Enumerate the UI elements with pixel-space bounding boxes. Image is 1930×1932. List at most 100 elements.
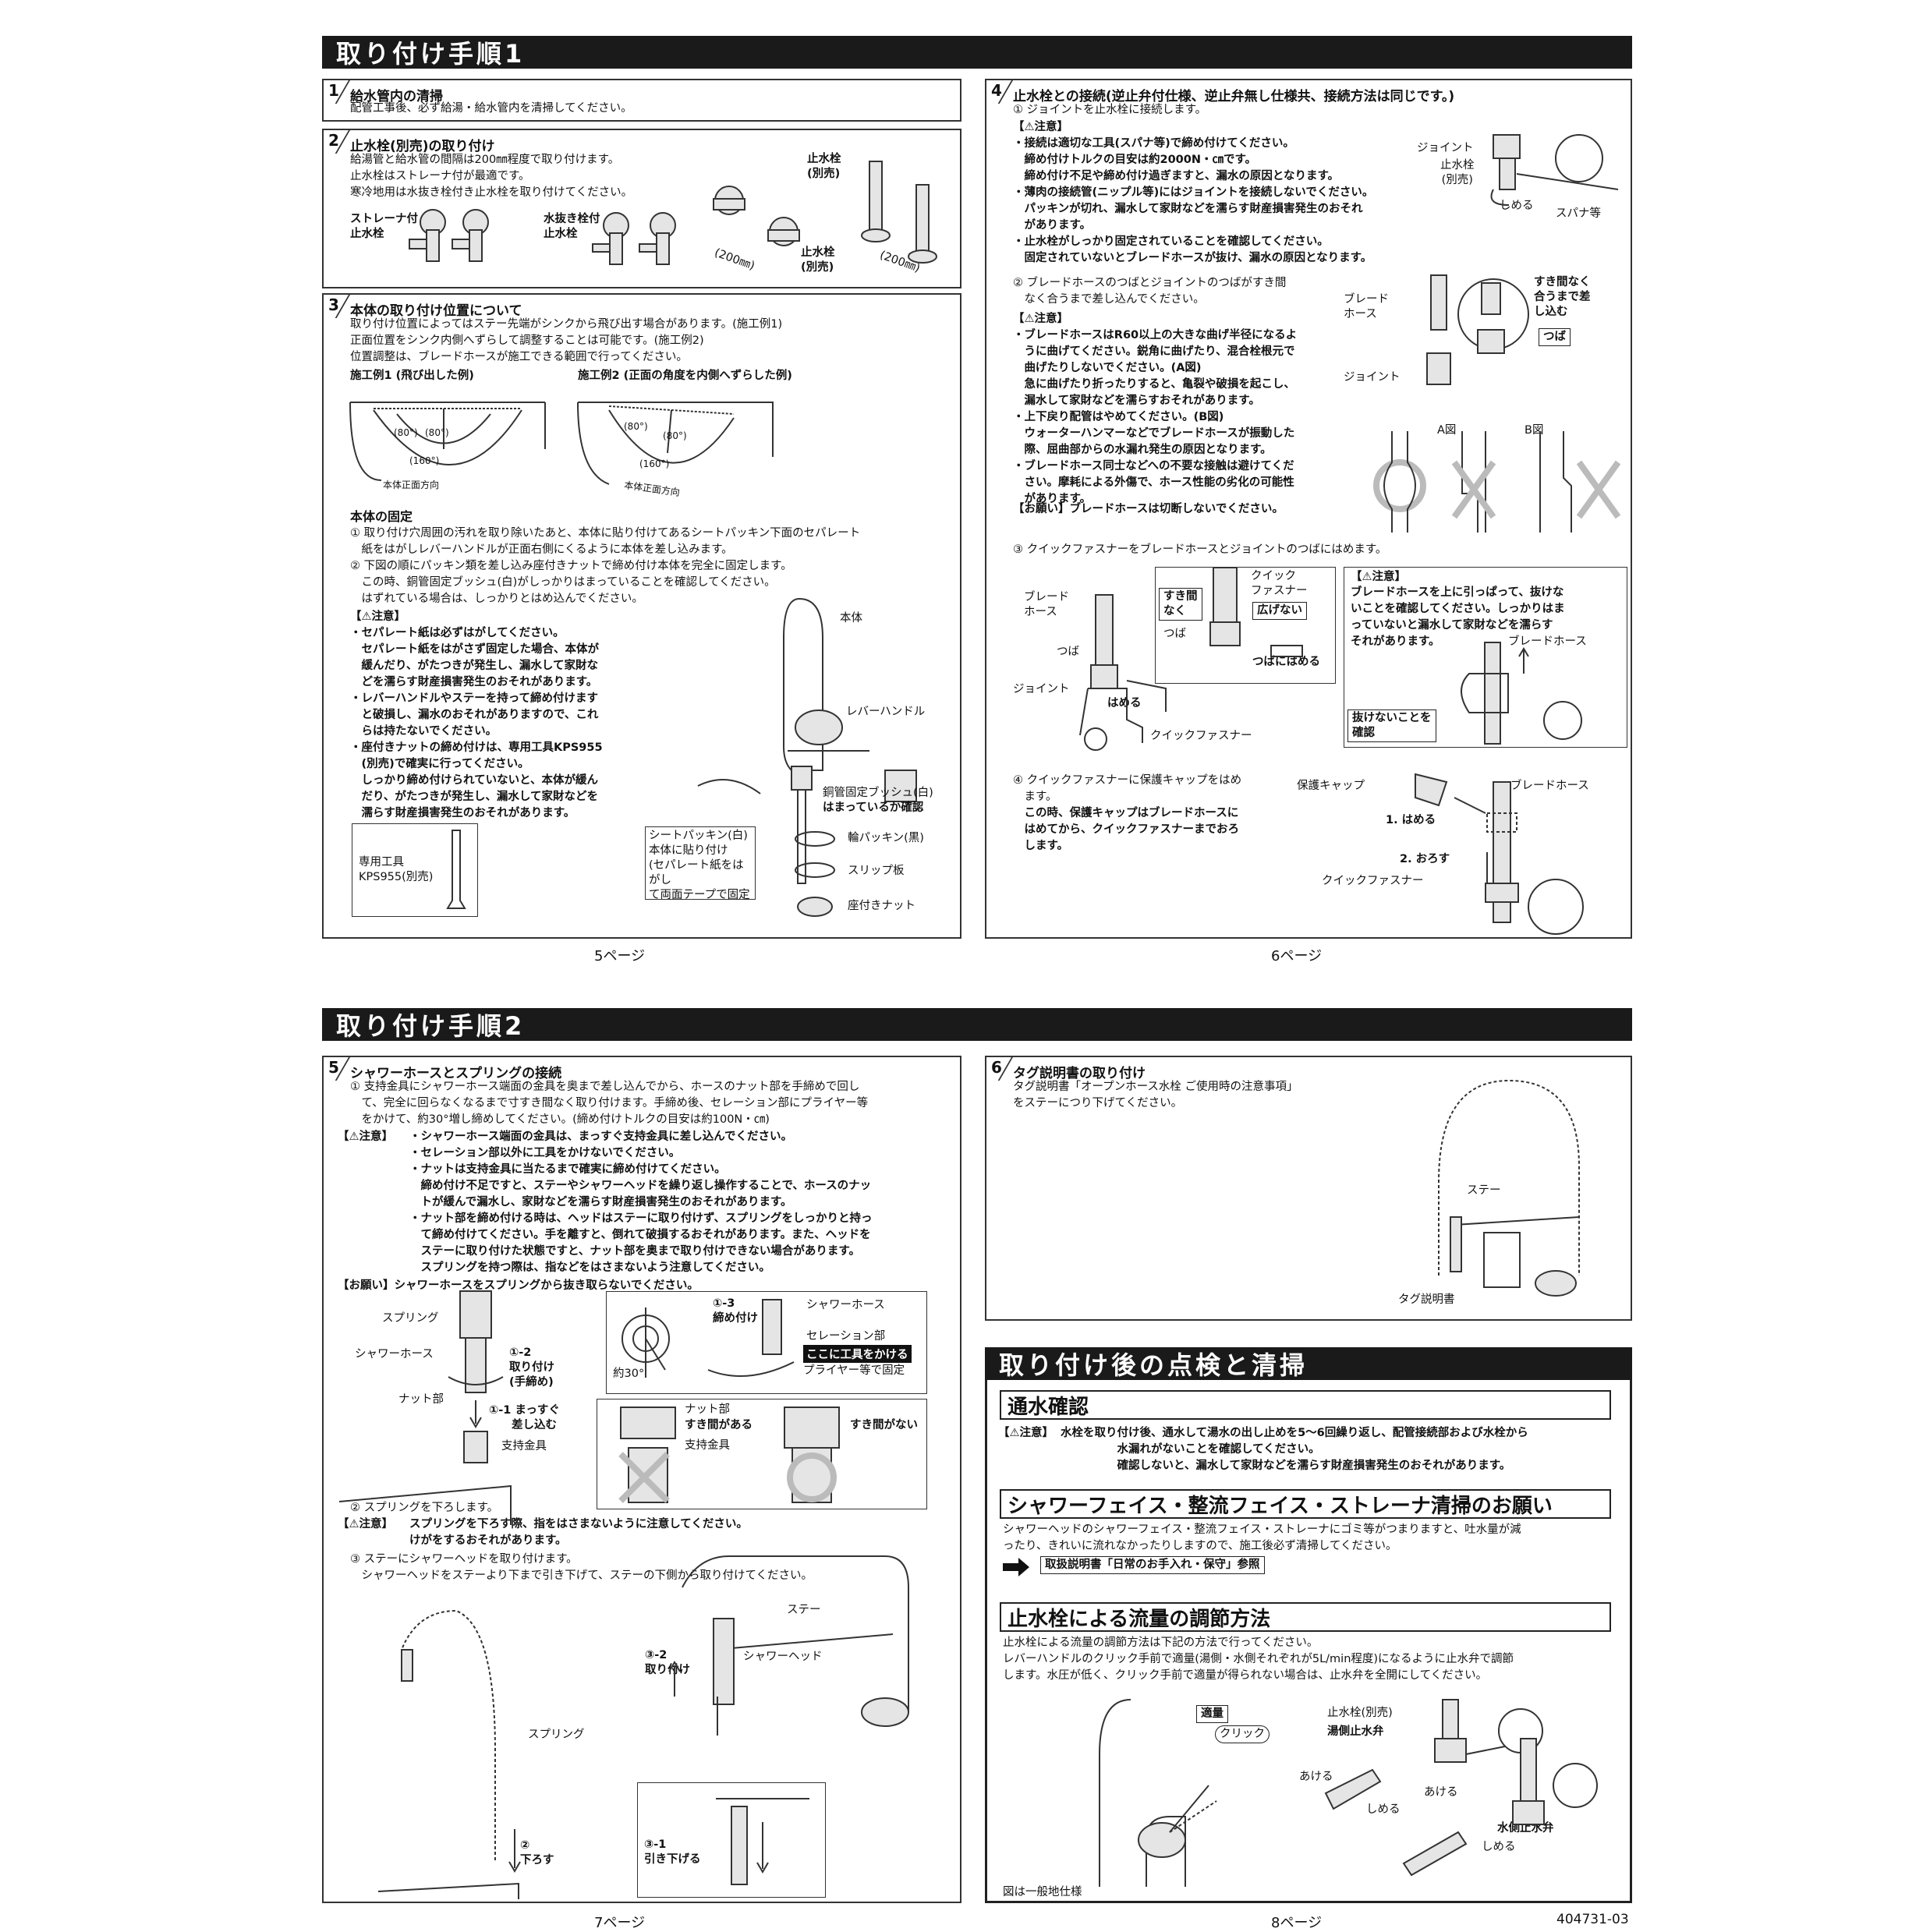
label-stay: ステー	[787, 1604, 821, 1616]
label-tsuba-2: つば	[1057, 646, 1079, 658]
label-joint-2: ジョイント	[1344, 371, 1401, 384]
angle-160-a: (160°)	[409, 455, 440, 466]
label-quick-fastener-3: クイックファスナー	[1322, 875, 1424, 887]
gap-comparison-illustration	[618, 1407, 840, 1503]
joint-illustration	[1490, 134, 1619, 206]
fastener-detail-icon	[1209, 567, 1303, 657]
label-lower: 2. おろす	[1400, 853, 1450, 865]
label-fix-with-pliers: プライヤー等で固定	[803, 1364, 905, 1377]
section-3: 3 本体の取り付け位置について 取り付け位置によってはステー先端がシンクから飛び…	[322, 293, 961, 939]
label-stay: ステー	[1467, 1184, 1501, 1197]
fixing-title: 本体の固定	[350, 509, 413, 524]
label-tsuba: つば	[1539, 328, 1571, 346]
header-title: 取り付け手順1	[336, 39, 526, 69]
label-tsuba-3: つば	[1163, 628, 1186, 640]
serration-illustration	[621, 1299, 795, 1378]
label-bushing-check: はまっているか確認	[823, 801, 924, 814]
label-close-2: しめる	[1482, 1841, 1516, 1853]
label-joint: ジョイント	[1417, 142, 1474, 154]
label-joint-3: ジョイント	[1013, 683, 1070, 695]
label-fit-tsuba: つばにはめる	[1252, 656, 1320, 668]
step-2: ② ブレードホースのつばとジョイントのつばがすき間 なく合うまで差し込んでくださ…	[1013, 277, 1287, 306]
step-1: ① ジョイントを止水栓に接続します。	[1013, 104, 1207, 116]
label-fit: 1. はめる	[1386, 814, 1436, 826]
body-fixing-illustration	[697, 598, 917, 917]
label-close-1: しめる	[1366, 1803, 1401, 1816]
label-open-1: あける	[1299, 1771, 1333, 1783]
label-protect-cap: 保護キャップ	[1297, 780, 1365, 792]
angle-80-d: (80°)	[663, 430, 687, 441]
label-step-1-2: ①-2 取り付け (手締め)	[509, 1346, 554, 1389]
shower-head-attach-illustration	[668, 1555, 909, 1736]
label-apply-tool-here: ここに工具をかける	[803, 1345, 912, 1363]
label-serration: セレーション部	[806, 1330, 886, 1343]
label-shower-hose: シャワーホース	[355, 1348, 434, 1361]
label-general-spec: 図は一般地仕様	[1003, 1886, 1082, 1898]
header-title: 取り付け後の点検と清掃	[999, 1350, 1309, 1380]
request-no-cut: 【お願い】ブレードホースは切断しないでください。	[1013, 503, 1284, 515]
request-no-pull-out: 【お願い】シャワーホースをスプリングから抜き取らないでください。	[338, 1279, 699, 1292]
fixing-step-2: ② 下図の順にパッキン類を差し込み座付きナットで締め付け本体を完全に固定します。…	[350, 560, 792, 605]
bending-examples-illustration	[1373, 431, 1621, 533]
section-body: タグ説明書「オープンホース水栓 ご使用時の注意事項」 をステーにつり下げてくださ…	[1013, 1081, 1298, 1109]
label-nut-part-2: ナット部	[685, 1403, 730, 1416]
stop-valve-adjust-illustration	[1324, 1699, 1598, 1877]
step-4: ④ クイックファスナーに保護キャップをはめ ます。	[1013, 774, 1242, 803]
front-direction-1: 本体正面方向	[383, 479, 440, 490]
label-strainer-valve: ストレーナ付 止水栓	[350, 213, 418, 240]
step-1: ① 支持金具にシャワーホース端面の金具を奥まで差し込んでから、ホースのナット部を…	[350, 1081, 869, 1126]
flow-adjust-body: 止水栓による流量の調節方法は下記の方法で行ってください。 レバーハンドルのクリッ…	[1003, 1637, 1514, 1682]
section-body: 取り付け位置によってはステー先端がシンクから飛び出す場合があります。(施工例1)…	[350, 318, 783, 363]
page-number-5: 5ページ	[594, 948, 646, 964]
label-spring-2: スプリング	[528, 1729, 585, 1741]
serration-detail-box: ①-3 締め付け シャワーホース セレーション部 ここに工具をかける プライヤー…	[606, 1291, 927, 1394]
header-install-1: 取り付け手順1	[322, 36, 1632, 69]
step-3: ③ クイックファスナーをブレードホースとジョイントのつばにはめます。	[1013, 543, 1387, 556]
label-seat-nut: 座付きナット	[848, 900, 915, 912]
sheet-packing-box: シートパッキン(白) 本体に貼り付け (セパレート紙をはがし て両面テープで固定	[645, 826, 756, 901]
label-no-gap: すき間 なく	[1159, 588, 1202, 621]
water-check-caution-label: 【⚠注意】	[998, 1427, 1054, 1439]
section-title: 給水管内の清掃	[350, 89, 443, 104]
wrench-icon	[446, 830, 466, 909]
label-fig-b: B図	[1525, 424, 1544, 437]
fixing-step-1: ① 取り付け穴周囲の汚れを取り除いたあと、本体に貼り付けてあるシートパッキン下面…	[350, 527, 861, 556]
caution-label: 【⚠注意】	[338, 1131, 393, 1143]
protect-cap-illustration	[1415, 773, 1584, 935]
pull-down-icon	[716, 1798, 809, 1885]
label-blade-hose: ブレード ホース	[1344, 293, 1389, 320]
tag-illustration	[1438, 1079, 1580, 1297]
quick-fastener-illustration	[1079, 594, 1167, 751]
label-step-1-3: ①-3 締め付け	[713, 1297, 758, 1325]
section-number: 3	[324, 295, 344, 315]
section-1: 1 給水管内の清掃 配管工事後、必ず給湯・給水管内を清掃してください。	[322, 79, 961, 122]
label-spanner: スパナ等	[1556, 207, 1601, 220]
label-nut-part: ナット部	[398, 1393, 444, 1406]
angle-stop-valve-illustration	[713, 186, 800, 246]
label-tighten: しめる	[1500, 200, 1534, 212]
label-hameru: はめる	[1107, 697, 1142, 709]
label-step-1-1: ①-1 まっすぐ 差し込む	[489, 1404, 560, 1431]
caution-2-label: 【⚠注意】	[1013, 313, 1068, 325]
label-support-bracket-2: 支持金具	[685, 1439, 730, 1452]
header-title: 取り付け手順2	[336, 1011, 526, 1041]
straight-stop-valve-illustration	[861, 161, 937, 264]
spring-illustration	[377, 1609, 521, 1899]
strainer-valve-illustration	[409, 209, 489, 262]
caution-3-text: ブレードホースを上に引っぱって、抜けな いことを確認してください。しっかりはま …	[1351, 586, 1565, 648]
header-install-2: 取り付け手順2	[322, 1008, 1632, 1041]
label-has-gap: すき間がある	[685, 1419, 753, 1431]
label-step-3-2: ③-2 取り付け	[645, 1649, 690, 1676]
arrow-right-icon	[1003, 1558, 1029, 1576]
section-2: 2 止水栓(別売)の取り付け 給湯管と給水管の間隔は200㎜程度で取り付けます。…	[322, 129, 961, 288]
manual-reference: 取扱説明書「日常のお手入れ・保守」参照	[1040, 1556, 1265, 1574]
label-lower-down: ② 下ろす	[520, 1839, 554, 1867]
label-sheet-packing: シートパッキン(白) 本体に貼り付け (セパレート紙をはがし て両面テープで固定	[649, 830, 750, 901]
section-6: 6 タグ説明書の取り付け タグ説明書「オープンホース水栓 ご使用時の注意事項」 …	[985, 1056, 1632, 1321]
angle-160-b: (160°)	[639, 458, 670, 469]
page-number-6: 6ページ	[1271, 948, 1323, 964]
shower-hose-insert-illustration	[338, 1290, 512, 1525]
label-blade-hose-2: ブレード ホース	[1024, 591, 1069, 618]
angle-80-b: (80°)	[425, 427, 449, 438]
label-body: 本体	[840, 612, 862, 625]
